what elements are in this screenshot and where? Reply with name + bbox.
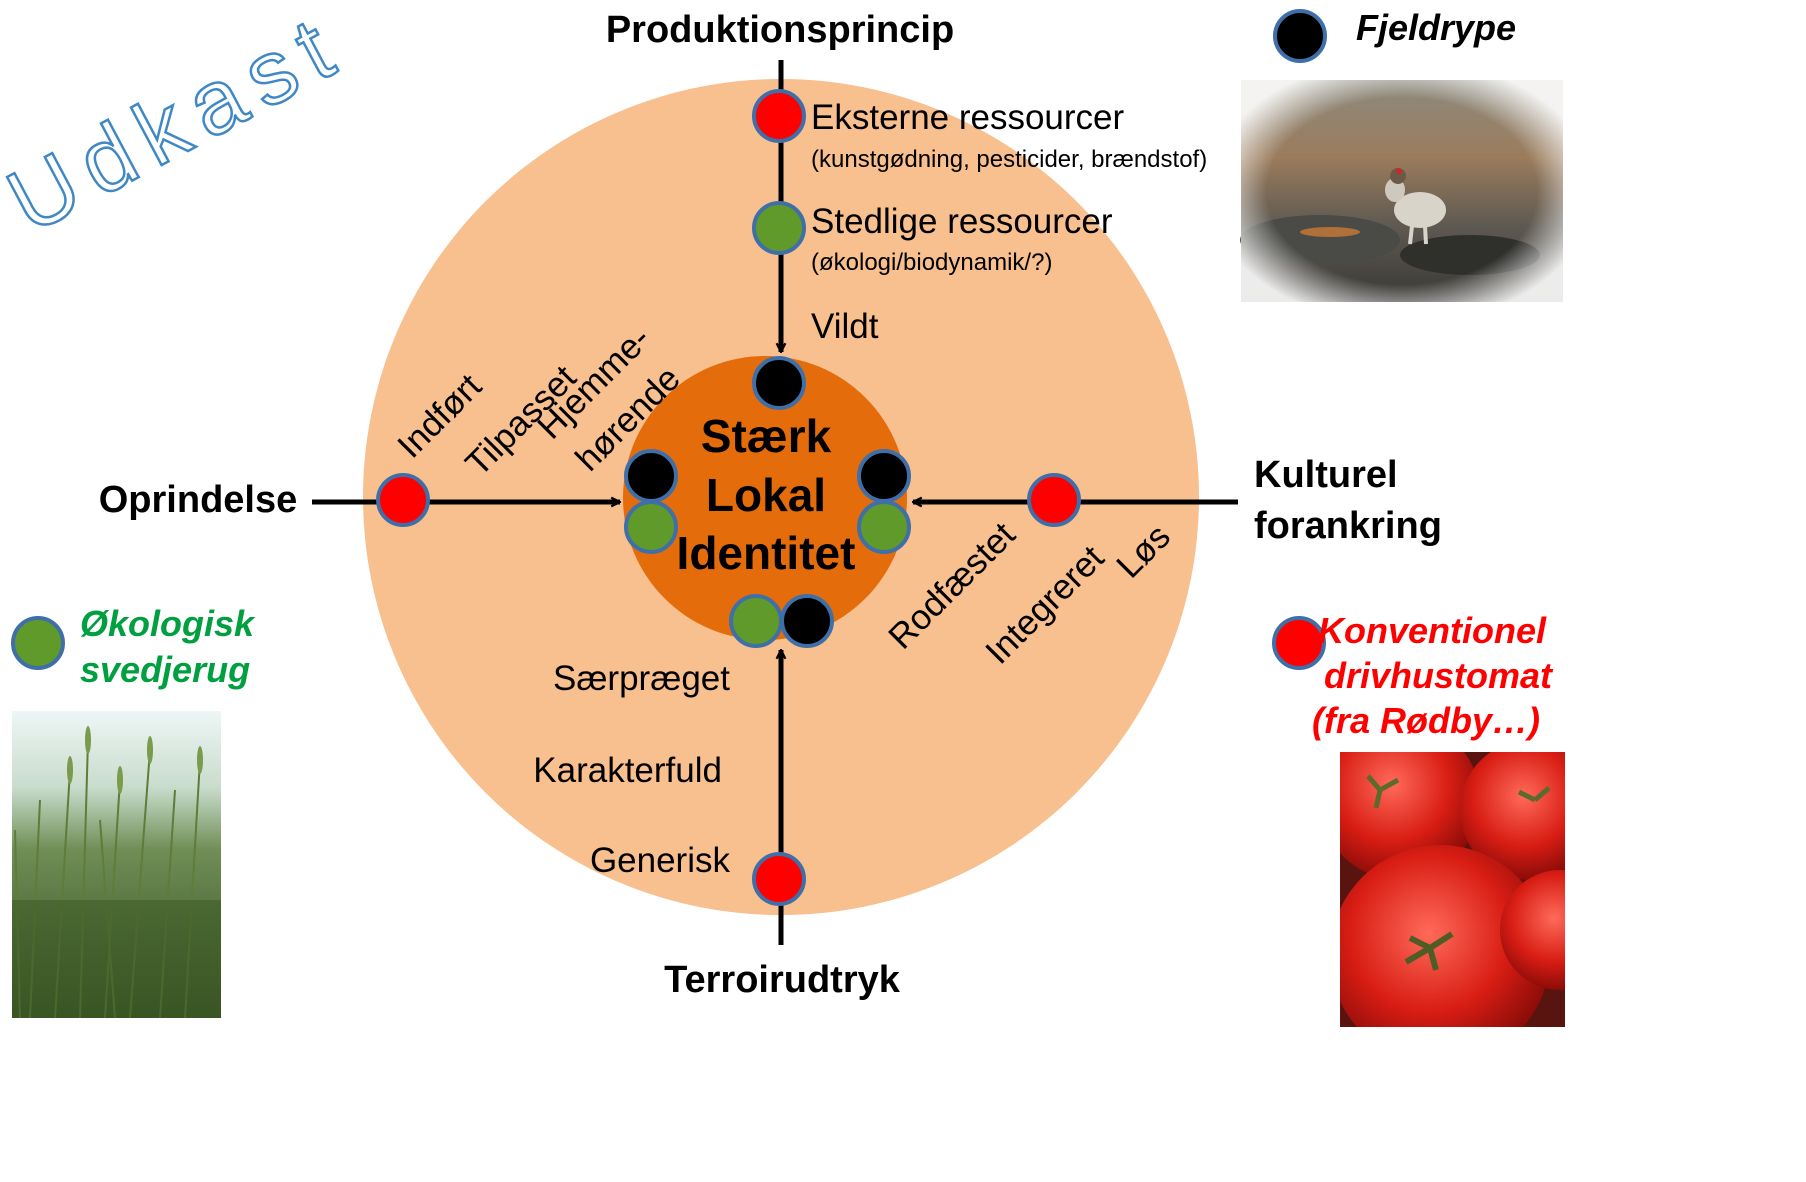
legend-marker-black: [1273, 9, 1327, 63]
label-characterful: Karakterfuld: [533, 751, 722, 790]
axis-title-left: Oprindelse: [99, 479, 298, 521]
marker-red-top: [752, 89, 806, 143]
marker-black-right: [857, 449, 911, 503]
marker-green-top: [752, 201, 806, 255]
diagram-markers: [376, 89, 1081, 906]
marker-red-bottom: [752, 852, 806, 906]
center-label-line1: Stærk: [701, 410, 832, 462]
marker-red-right: [1027, 473, 1081, 527]
marker-red-left: [376, 473, 430, 527]
axis-title-right-line1: Kulturel: [1254, 454, 1398, 496]
marker-black-bottom: [780, 594, 834, 648]
label-wild: Vildt: [811, 307, 879, 346]
center-label-line2: Lokal: [706, 469, 826, 521]
tomato-photo: [1340, 752, 1565, 1027]
legend-label-tomato-line1: Konventionel: [1318, 610, 1547, 651]
watermark-text: Udkast: [0, 0, 361, 253]
label-local-resources: Stedlige ressourcer: [811, 202, 1113, 241]
label-external-resources: Eksterne ressourcer: [811, 98, 1125, 137]
label-generic: Generisk: [590, 841, 731, 880]
rye-field-photo: [12, 711, 221, 1019]
legend-marker-green: [11, 616, 65, 670]
legend-label-ptarmigan: Fjeldrype: [1356, 7, 1516, 48]
legend-label-tomato-line2: drivhustomat: [1324, 655, 1554, 696]
axis-title-bottom: Terroirudtryk: [664, 959, 901, 1001]
legend-label-rye-line2: svedjerug: [80, 649, 250, 690]
label-external-resources-note: (kunstgødning, pesticider, brændstof): [811, 146, 1207, 173]
label-local-resources-note: (økologi/biodynamik/?): [811, 249, 1052, 276]
label-distinctive: Særpræget: [553, 659, 730, 698]
legend-marker-red: [1272, 616, 1326, 670]
legend-label-rye-line1: Økologisk: [80, 603, 256, 644]
ptarmigan-photo: [1240, 80, 1563, 302]
center-label-line3: Identitet: [677, 527, 856, 579]
marker-black-top: [752, 356, 806, 410]
legend-label-tomato-line3: (fra Rødby…): [1312, 700, 1540, 741]
marker-black-left: [624, 449, 678, 503]
marker-green-bottom: [729, 594, 783, 648]
axis-title-right-line2: forankring: [1254, 505, 1442, 547]
marker-green-left: [624, 500, 678, 554]
marker-green-right: [857, 500, 911, 554]
axis-title-top: Produktionsprincip: [606, 9, 954, 51]
inner-circle: [623, 356, 907, 640]
